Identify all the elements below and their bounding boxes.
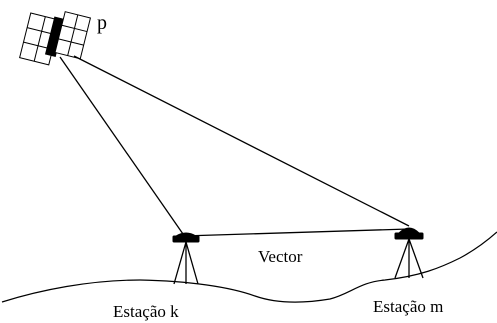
satellite-icon	[19, 11, 92, 66]
signal-line-k	[59, 56, 184, 235]
signal-line-m	[73, 55, 410, 227]
baseline-label: Vector	[258, 247, 303, 266]
station-k-tripod-icon	[172, 232, 200, 285]
satellite-label: p	[97, 12, 107, 34]
station-m-label: Estação m	[373, 297, 443, 316]
station-m-tripod-icon	[394, 227, 424, 279]
terrain-line	[1, 231, 497, 303]
station-k-label: Estação k	[113, 302, 179, 321]
baseline-vector	[182, 228, 410, 237]
